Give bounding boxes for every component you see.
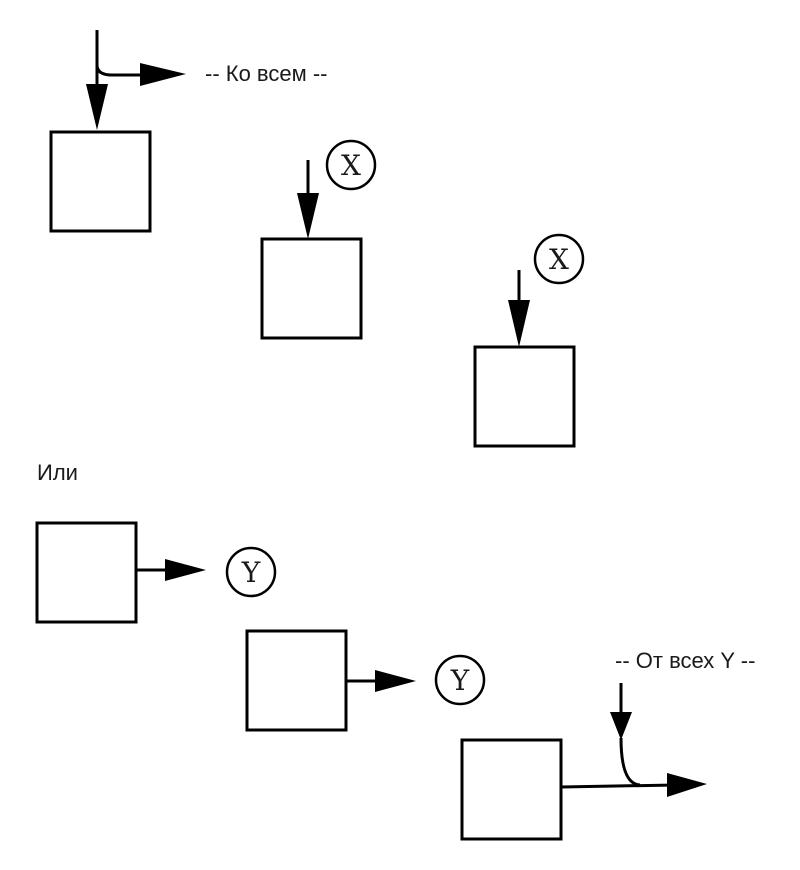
broadcast-source: -- Ко всем --: [86, 30, 328, 130]
to-all-label: -- Ко всем --: [205, 61, 328, 86]
process-box-1: [49, 130, 152, 233]
y-symbol-label: Y: [241, 556, 261, 589]
right-arrowhead: [140, 63, 186, 86]
down-arrowhead: [86, 84, 108, 130]
output-line: [560, 783, 676, 789]
y-symbol-circle: [225, 546, 277, 598]
process-box-6: [460, 738, 563, 841]
merge-input-arrowhead: [610, 712, 632, 740]
process-box-3: [473, 345, 576, 448]
y-symbol-label: Y: [450, 664, 470, 697]
receiver-x-1: X: [297, 139, 377, 239]
from-all-label: -- От всех Y --: [615, 648, 755, 673]
process-box-2: [260, 237, 363, 340]
gather-target: -- От всех Y --: [560, 648, 755, 797]
y-symbol-circle: [434, 654, 486, 706]
x-symbol-circle: [533, 233, 585, 285]
input-arrowhead: [508, 300, 530, 347]
process-box-4: [35, 521, 138, 624]
output-arrowhead: [375, 670, 416, 692]
sender-y-1: Y: [136, 546, 277, 598]
or-label: Или: [37, 460, 78, 485]
x-symbol-circle: [325, 139, 377, 191]
input-arrowhead: [297, 193, 319, 239]
x-symbol-label: X: [341, 149, 361, 182]
output-arrowhead: [165, 559, 206, 581]
process-box-5: [245, 629, 348, 732]
output-arrowhead: [667, 773, 707, 797]
receiver-x-2: X: [508, 233, 585, 347]
sender-y-2: Y: [346, 654, 486, 706]
x-symbol-label: X: [549, 243, 569, 276]
merge-curve: [619, 737, 641, 787]
